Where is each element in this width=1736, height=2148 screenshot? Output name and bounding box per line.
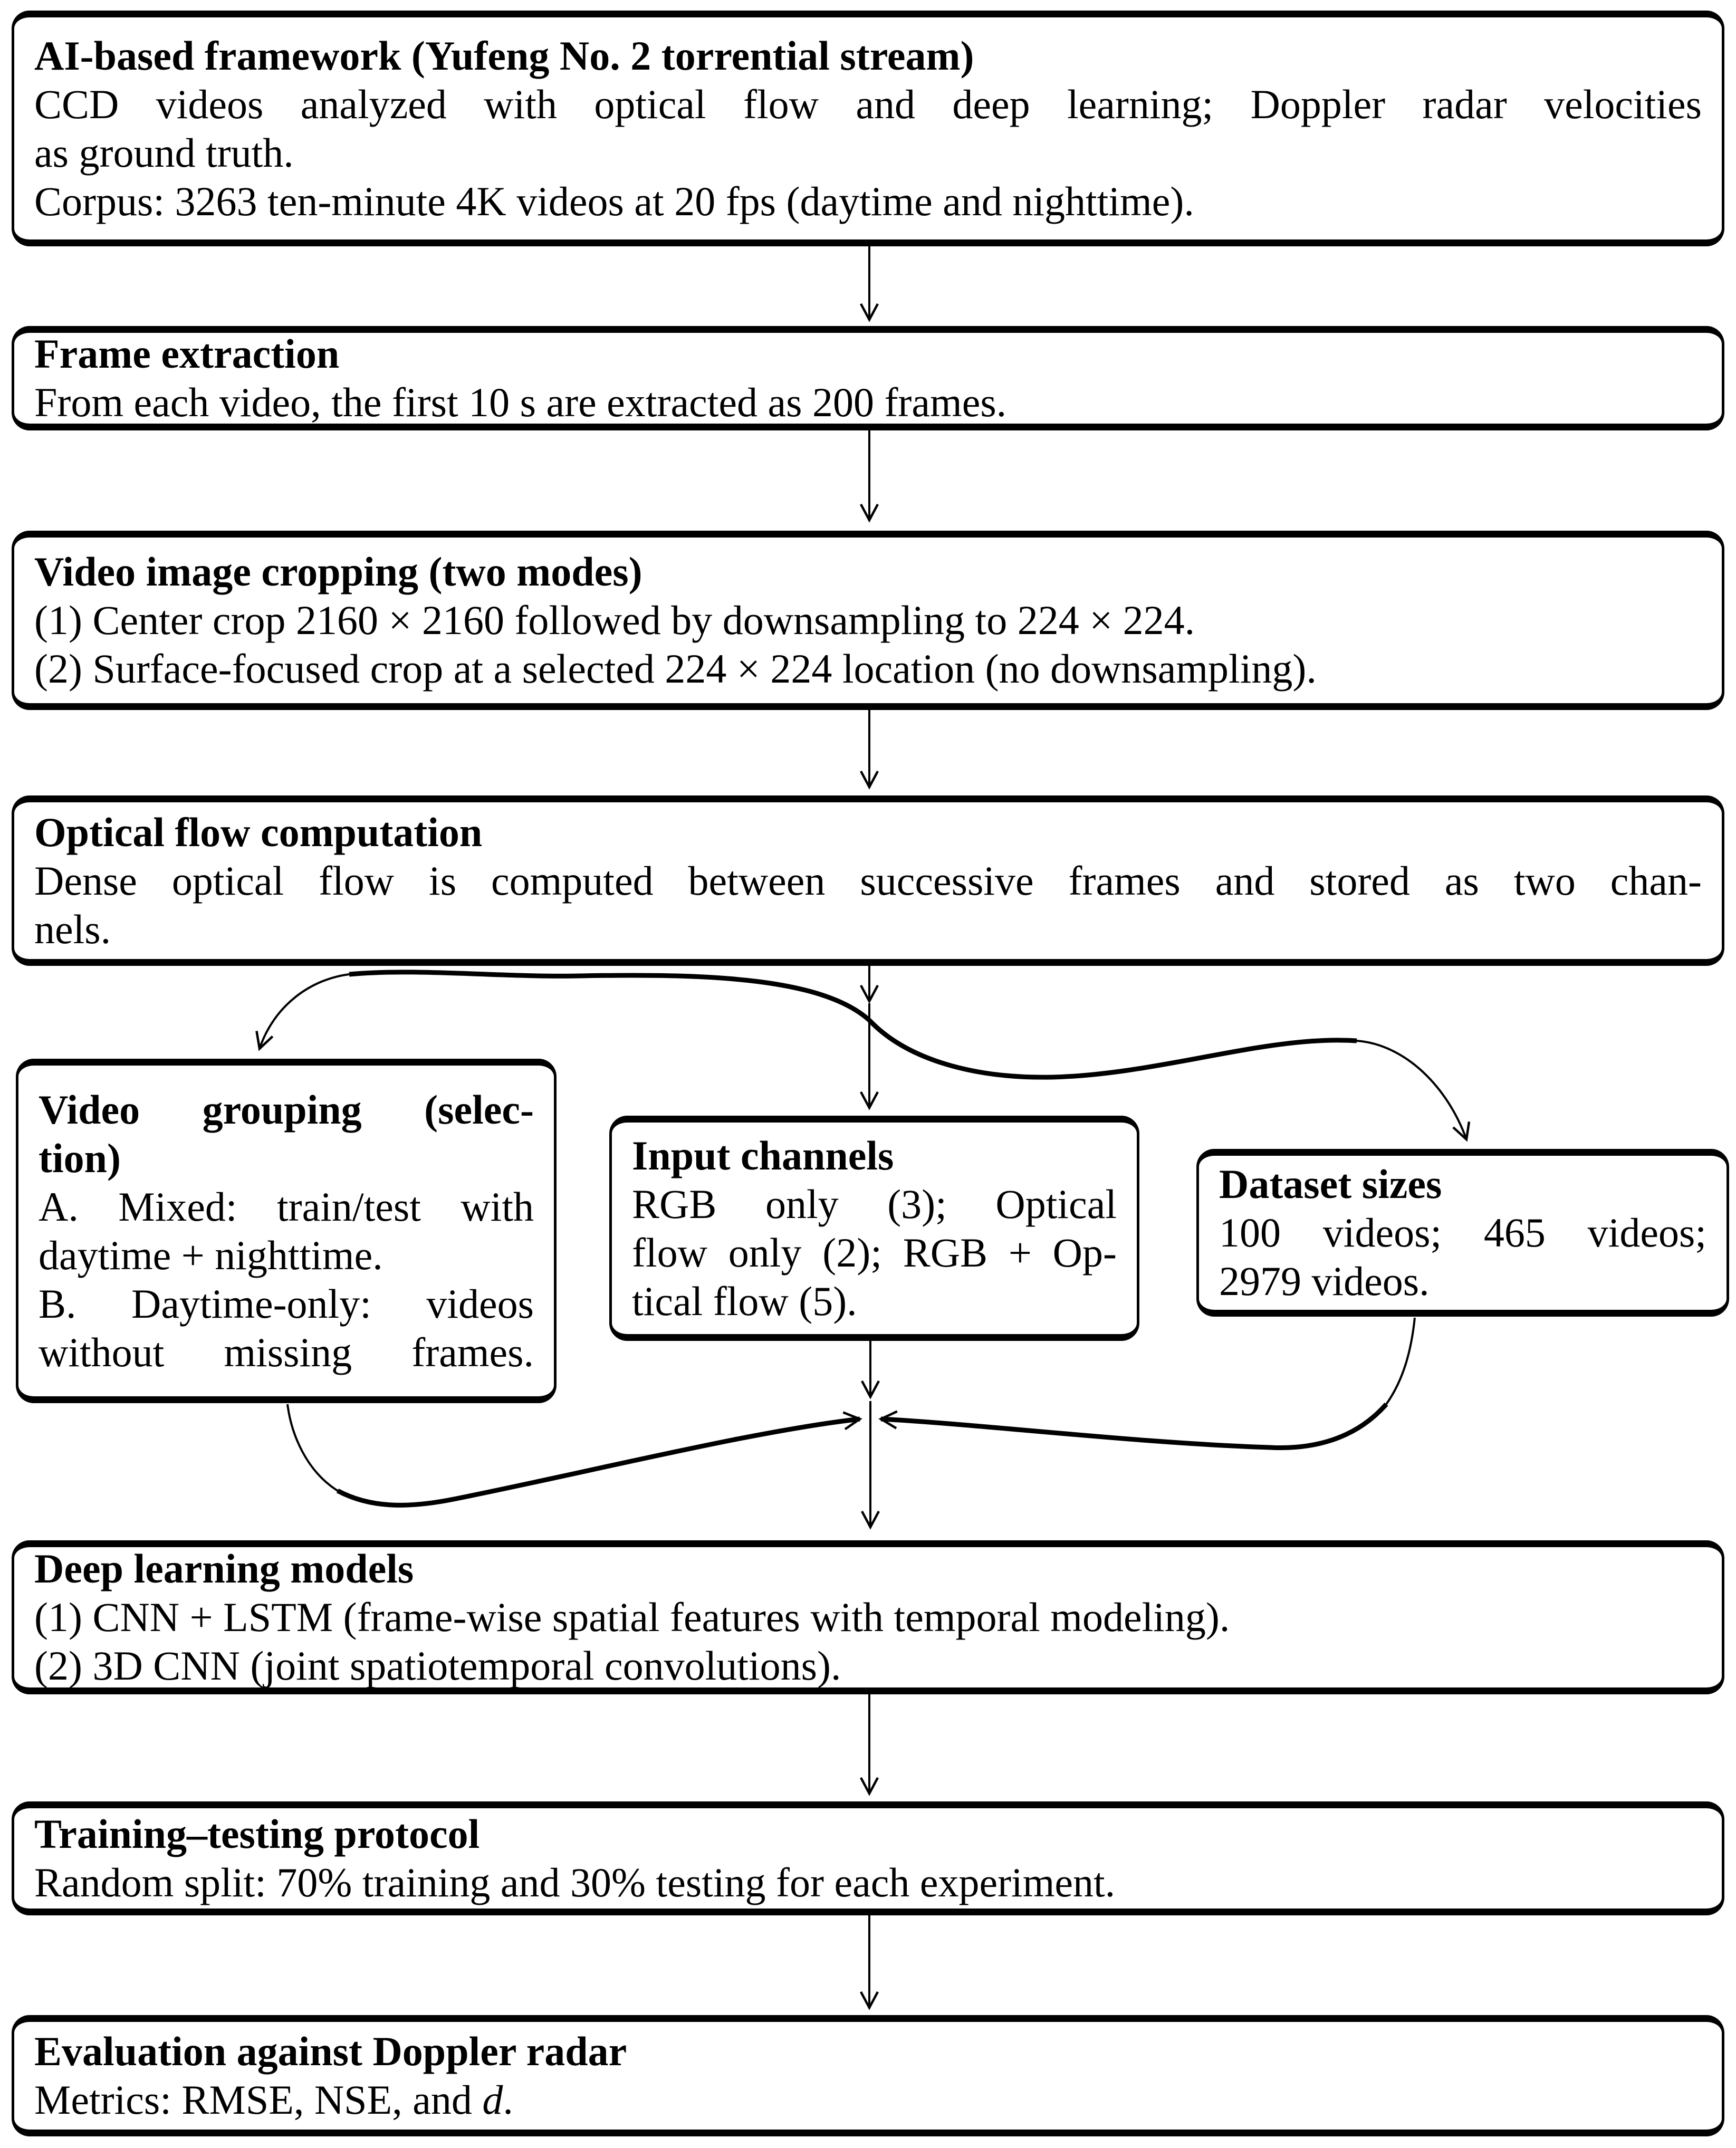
box-video-grouping-line: A. Mixed: train/test with xyxy=(39,1183,534,1230)
box-training-testing-protocol: Training–testing protocol Random split: … xyxy=(12,1801,1724,1915)
box-video-cropping-title: Video image cropping (two modes) xyxy=(34,549,642,594)
box-optical-flow: Optical flow computation Dense optical f… xyxy=(12,795,1724,966)
box-training-testing-protocol-title: Training–testing protocol xyxy=(34,1811,480,1857)
box-frame-extraction-line: From each video, the first 10 s are extr… xyxy=(34,379,1007,425)
box-video-cropping: Video image cropping (two modes) (1) Cen… xyxy=(12,531,1724,710)
metrics-prefix: Metrics: RMSE, NSE, and xyxy=(34,2077,483,2123)
box-dataset-sizes-line: 2979 videos. xyxy=(1219,1258,1430,1304)
curve-datasets-to-junction-main xyxy=(878,1403,1388,1450)
box-video-cropping-line: (1) Center crop 2160 × 2160 followed by … xyxy=(34,597,1195,643)
curve-split-to-datasets-main xyxy=(867,1018,1357,1080)
box-deep-learning-models-line: (1) CNN + LSTM (frame-wise spatial featu… xyxy=(34,1594,1230,1640)
curve-split-to-datasets-tail xyxy=(1356,1040,1471,1142)
box-input-channels-title: Input channels xyxy=(632,1132,894,1178)
box-video-grouping-line: B. Daytime-only: videos xyxy=(39,1280,534,1327)
box-optical-flow-line: Dense optical flow is computed between s… xyxy=(34,857,1702,904)
box-input-channels-line: tical flow (5). xyxy=(632,1278,857,1324)
curve-datasets-to-junction-head xyxy=(1385,1317,1416,1405)
box-input-channels-line: RGB only (3); Optical xyxy=(632,1181,1117,1227)
box-evaluation-title: Evaluation against Doppler radar xyxy=(34,2028,627,2074)
box-dataset-sizes-line: 100 videos; 465 videos; xyxy=(1219,1210,1706,1255)
box-video-grouping: Video grouping (selec- tion) A. Mixed: t… xyxy=(16,1059,557,1403)
box-deep-learning-models-line: (2) 3D CNN (joint spatiotemporal convolu… xyxy=(34,1643,841,1689)
box-framework-title: AI-based framework (Yufeng No. 2 torrent… xyxy=(34,32,974,79)
box-frame-extraction: Frame extraction From each video, the fi… xyxy=(12,326,1724,430)
box-input-channels-line: flow only (2); RGB + Op- xyxy=(632,1229,1117,1276)
curve-split-to-grouping-main xyxy=(349,970,871,1022)
box-video-cropping-line: (2) Surface-focused crop at a selected 2… xyxy=(34,646,1317,692)
box-framework-line: CCD videos analyzed with optical flow an… xyxy=(34,81,1702,127)
box-frame-extraction-title: Frame extraction xyxy=(34,331,340,377)
box-deep-learning-models-title: Deep learning models xyxy=(34,1546,414,1591)
box-video-grouping-line: daytime + nighttime. xyxy=(39,1232,383,1278)
box-training-testing-protocol-line: Random split: 70% training and 30% testi… xyxy=(34,1859,1116,1905)
box-dataset-sizes: Dataset sizes 100 videos; 465 videos; 29… xyxy=(1196,1149,1729,1317)
box-evaluation: Evaluation against Doppler radar Metrics… xyxy=(12,2015,1724,2136)
metrics-variable-d: d xyxy=(482,2077,503,2123)
box-dataset-sizes-title: Dataset sizes xyxy=(1219,1161,1442,1207)
box-input-channels: Input channels RGB only (3); Optical flo… xyxy=(609,1116,1139,1341)
curve-grouping-to-junction-head xyxy=(286,1404,339,1492)
curve-split-to-grouping-tail xyxy=(255,973,350,1051)
box-framework-line: as ground truth. xyxy=(34,129,294,176)
box-evaluation-metrics-line: Metrics: RMSE, NSE, and d. xyxy=(34,2076,1702,2124)
box-video-grouping-line: without missing frames. xyxy=(39,1329,534,1375)
curve-grouping-to-junction-main xyxy=(336,1411,862,1508)
box-framework-line: Corpus: 3263 ten-minute 4K videos at 20 … xyxy=(34,178,1194,224)
box-deep-learning-models: Deep learning models (1) CNN + LSTM (fra… xyxy=(12,1540,1724,1694)
box-optical-flow-title: Optical flow computation xyxy=(34,809,483,855)
box-video-grouping-title: tion) xyxy=(39,1135,121,1181)
box-optical-flow-line: nels. xyxy=(34,906,111,952)
box-framework: AI-based framework (Yufeng No. 2 torrent… xyxy=(12,11,1724,246)
box-video-grouping-title: Video grouping (selec- xyxy=(39,1086,534,1133)
metrics-period: . xyxy=(503,2077,513,2123)
